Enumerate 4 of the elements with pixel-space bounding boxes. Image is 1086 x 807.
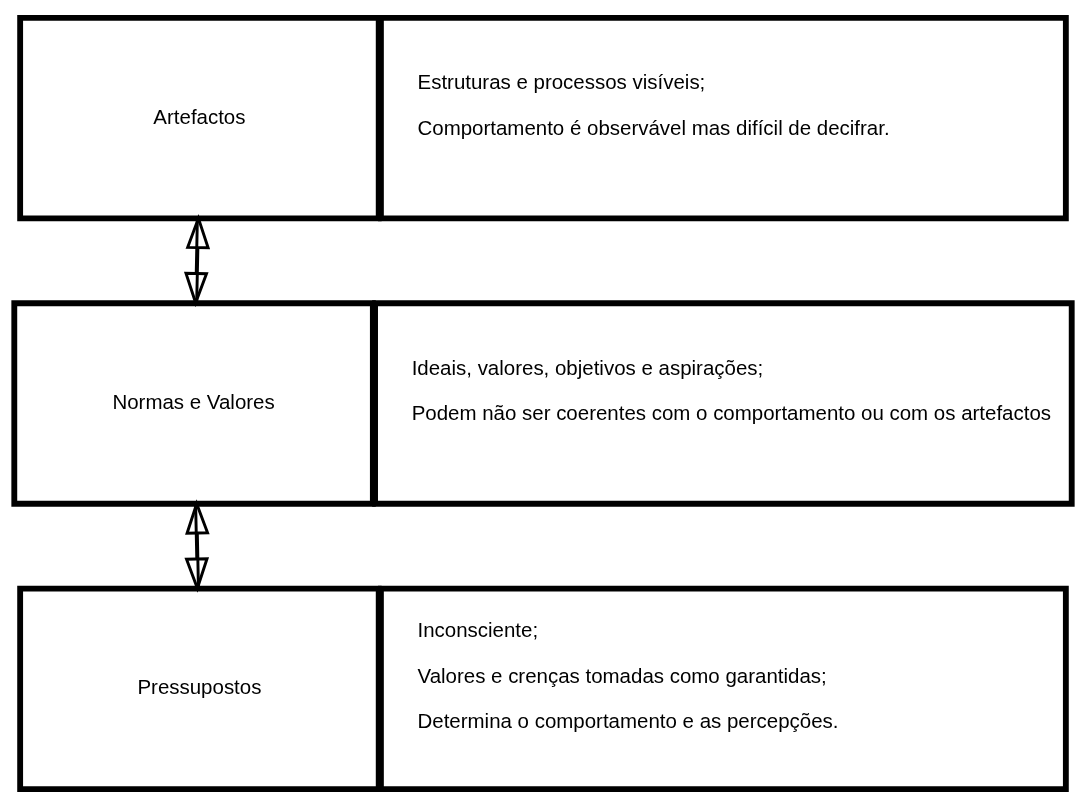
node-box: Estruturas e processos visíveis; Comportamento é observável mas difícil de decifrar. (378, 14, 1069, 222)
node-box: Inconsciente; Valores e crenças tomadas como garantidas; Determina o comportamento e as percepções. (378, 585, 1069, 793)
arrow (183, 218, 209, 308)
node-box: Ideais, valores, objetivos e aspirações; Podem não ser coerentes com o comportamento ou com os artefactos (372, 300, 1075, 507)
